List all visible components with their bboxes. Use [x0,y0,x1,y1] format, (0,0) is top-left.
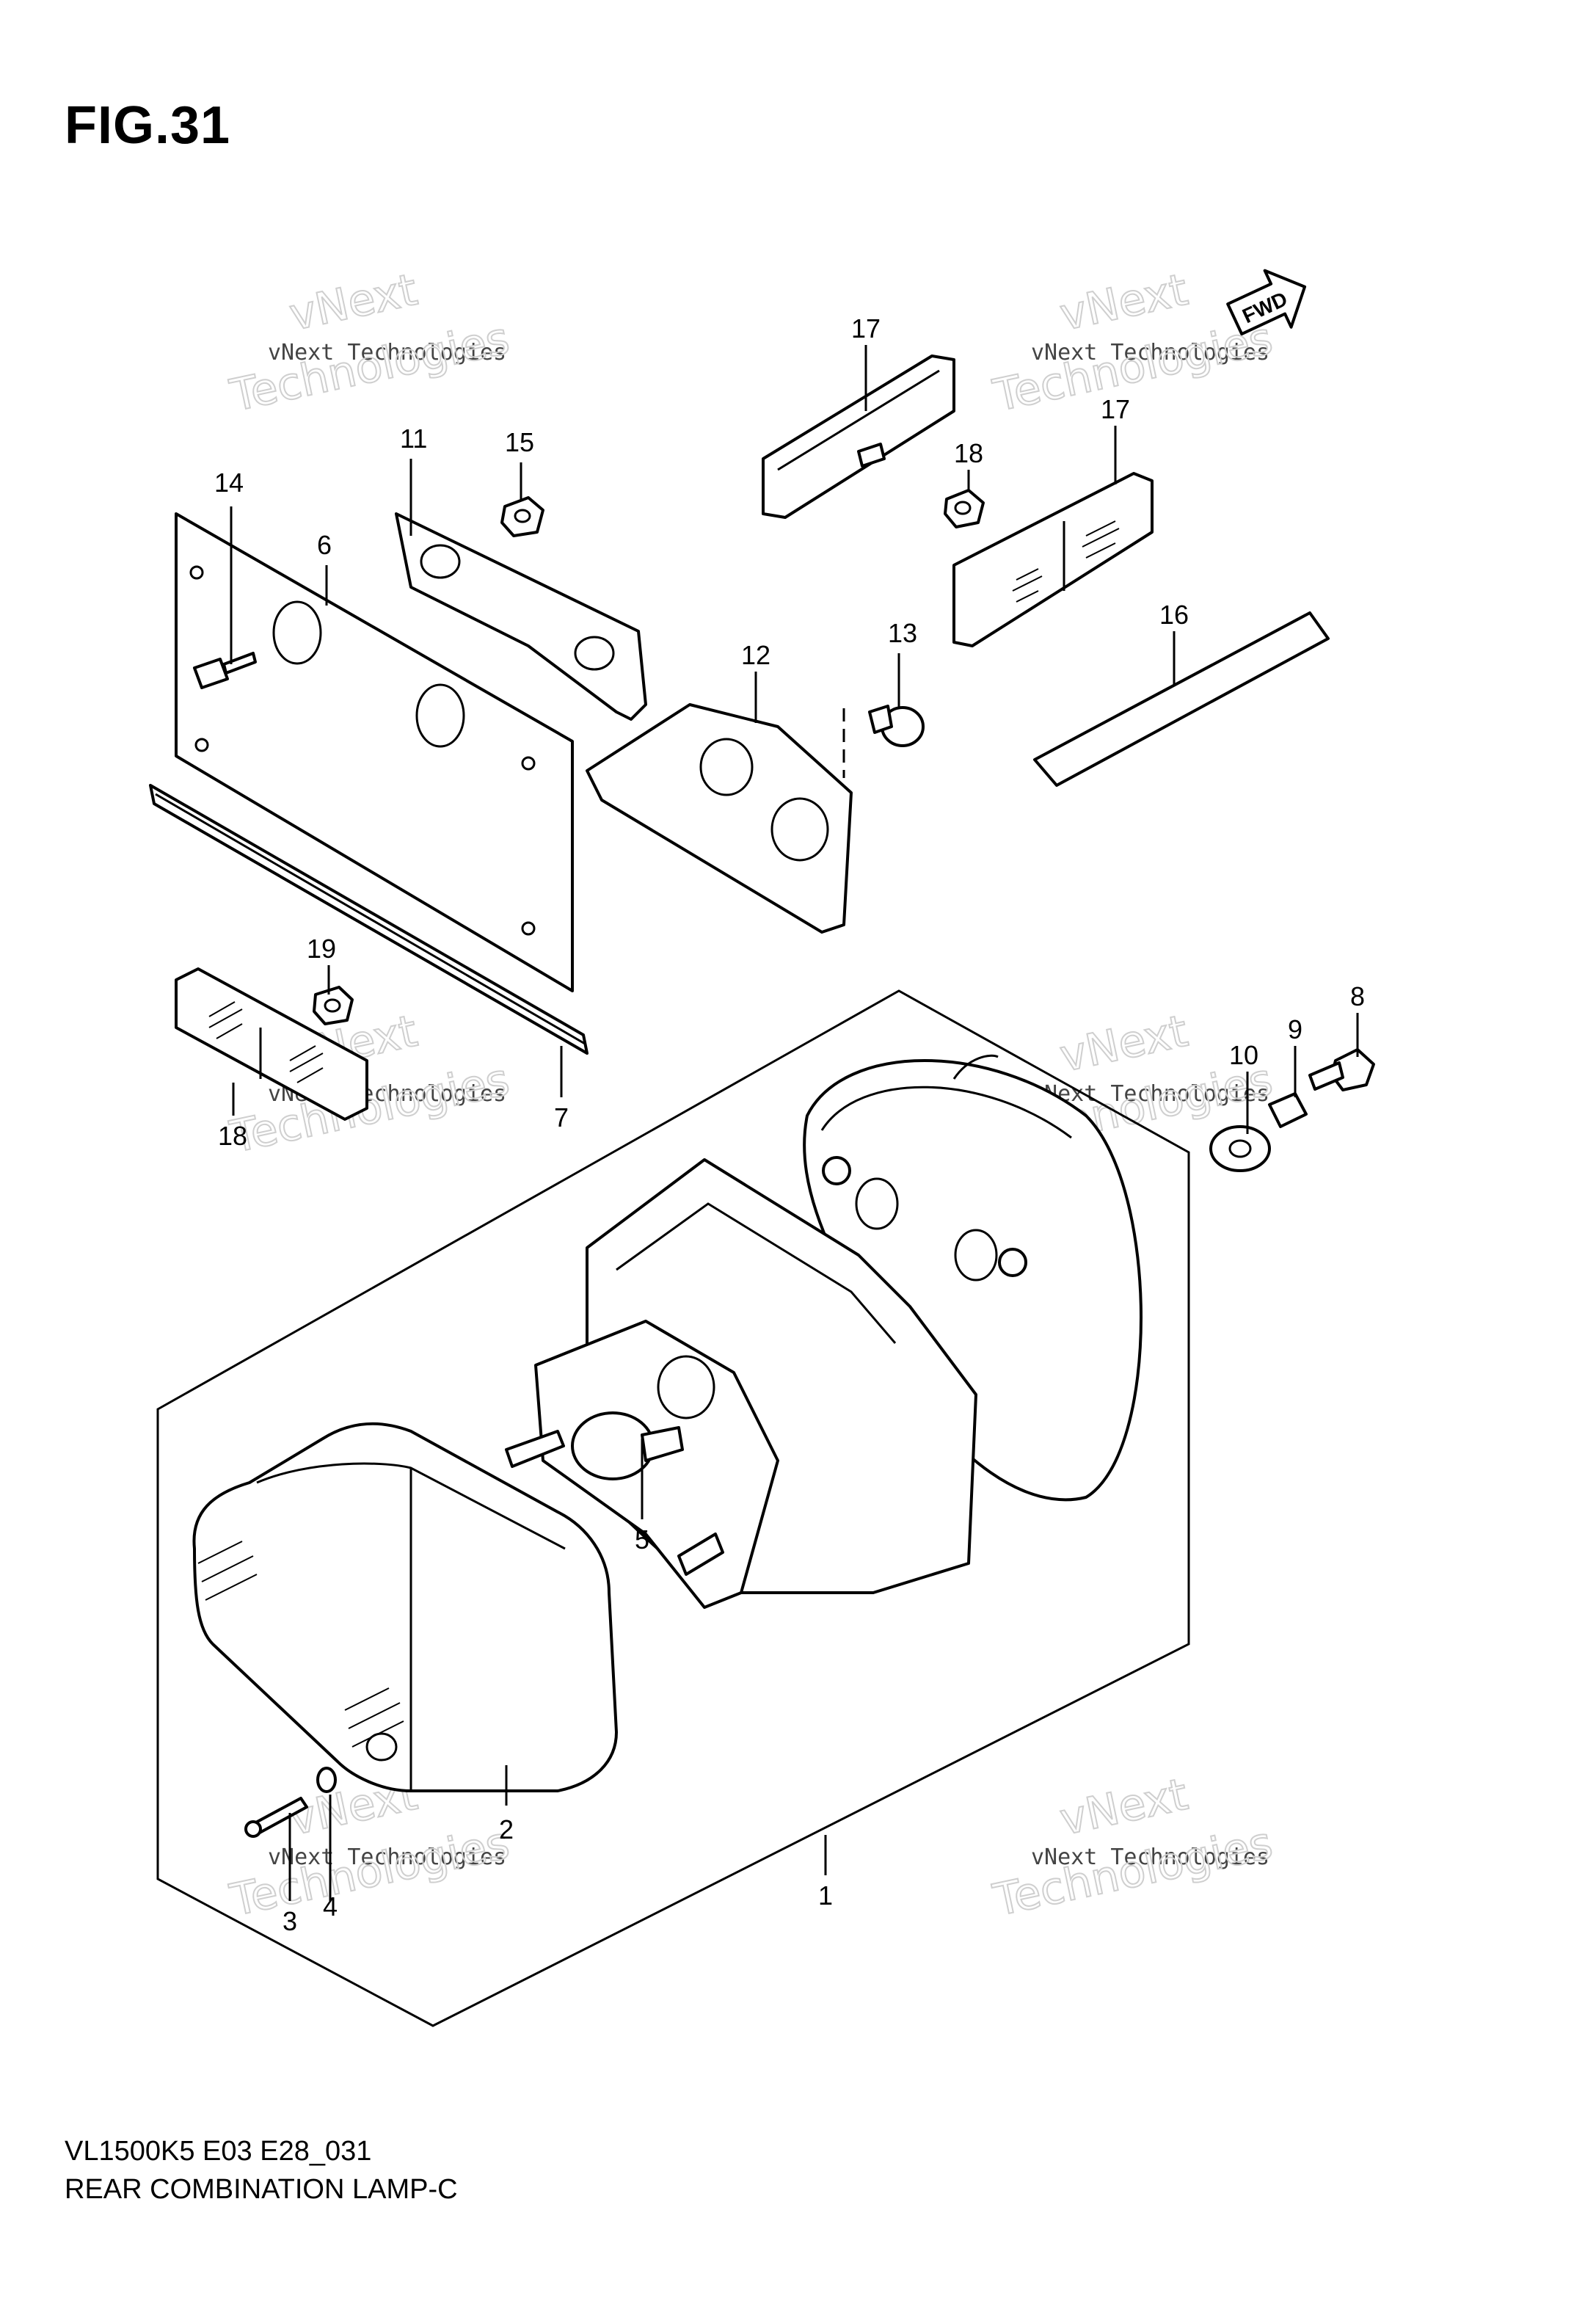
model-code: VL1500K5 E03 E28_031 [65,2136,372,2167]
part-17-reflector-upper [762,355,955,519]
watermark-top-right: vNext vNext Technologies Technologies [988,263,1278,423]
callout-16: 16 [1159,600,1189,630]
part-9-spacer [1268,1092,1308,1128]
figure-footer: VL1500K5 E03 E28_031 REAR COMBINATION LA… [65,2132,458,2209]
callout-1: 1 [818,1880,833,1911]
part-5-bulb [505,1411,724,1576]
callout-7: 7 [554,1102,569,1133]
svg-text:vNext: vNext [1056,264,1192,341]
part-1-assembly-outline [156,989,1190,2027]
callout-12: 12 [741,640,770,670]
svg-text:Technologies: Technologies [226,1817,514,1927]
callout-6: 6 [317,530,332,560]
part-17-reflector-right [952,472,1154,647]
watermark-top-left: vNext vNext Technologies Technologies [225,263,515,423]
part-4-washer [316,1767,337,1793]
part-20-nut [313,986,354,1025]
part-15-nut [500,496,544,537]
callout-5: 5 [635,1524,649,1555]
callout-17-right: 17 [1101,394,1130,424]
svg-text:vNext: vNext [1056,1006,1192,1083]
figure-caption: REAR COMBINATION LAMP-C [65,2174,458,2205]
callout-2: 2 [499,1814,514,1844]
part-7-rubber-strip [149,784,589,1055]
part-11-upper-bracket [395,512,647,721]
svg-text:vNext Technologies: vNext Technologies [1031,1844,1269,1870]
part-12-lower-bracket [586,703,853,934]
callout-15: 15 [505,427,534,457]
callout-17-upper: 17 [851,313,881,343]
svg-text:vNext: vNext [1056,1769,1192,1846]
part-6-plate-bracket [175,512,574,992]
watermark-bottom-left: vNext vNext Technologies Technologies [225,1768,515,1927]
leader-lines [230,345,1359,1901]
callout-3: 3 [283,1906,297,1936]
svg-text:Technologies: Technologies [989,313,1278,422]
svg-text:vNext Technologies: vNext Technologies [268,1844,506,1870]
part-2-lens [192,1422,618,1792]
figure-title: FIG.31 [65,96,231,155]
callout-9: 9 [1288,1014,1302,1044]
callout-20: 19 [307,934,336,964]
callout-11: 11 [400,423,427,454]
svg-text:Technologies: Technologies [226,313,514,422]
callout-labels: 11 15 14 6 12 13 17 18 17 16 19 18 7 5 8… [214,313,1365,1936]
part-3-screw [244,1797,308,1838]
callout-8: 8 [1350,981,1365,1011]
svg-text:Technologies: Technologies [989,1817,1278,1927]
watermark-bottom-right: vNext vNext Technologies Technologies [988,1768,1278,1927]
part-16-tape [1033,611,1330,787]
svg-text:vNext: vNext [285,264,422,341]
part-8-bolt [1308,1048,1375,1091]
callout-13: 13 [888,618,917,648]
svg-text:vNext Technologies: vNext Technologies [268,340,506,366]
svg-text:vNext Technologies: vNext Technologies [1031,340,1269,366]
callout-14: 14 [214,468,244,498]
part-18-nut [944,489,985,528]
callout-10: 10 [1229,1040,1258,1070]
callout-19: 18 [218,1121,247,1151]
part-13-screw [842,705,925,778]
part-19-reflector-lower [175,967,368,1121]
part-10-grommet [1209,1125,1271,1172]
callout-4: 4 [323,1891,338,1922]
part-14-bolt [193,652,257,689]
callout-18: 18 [954,438,983,468]
